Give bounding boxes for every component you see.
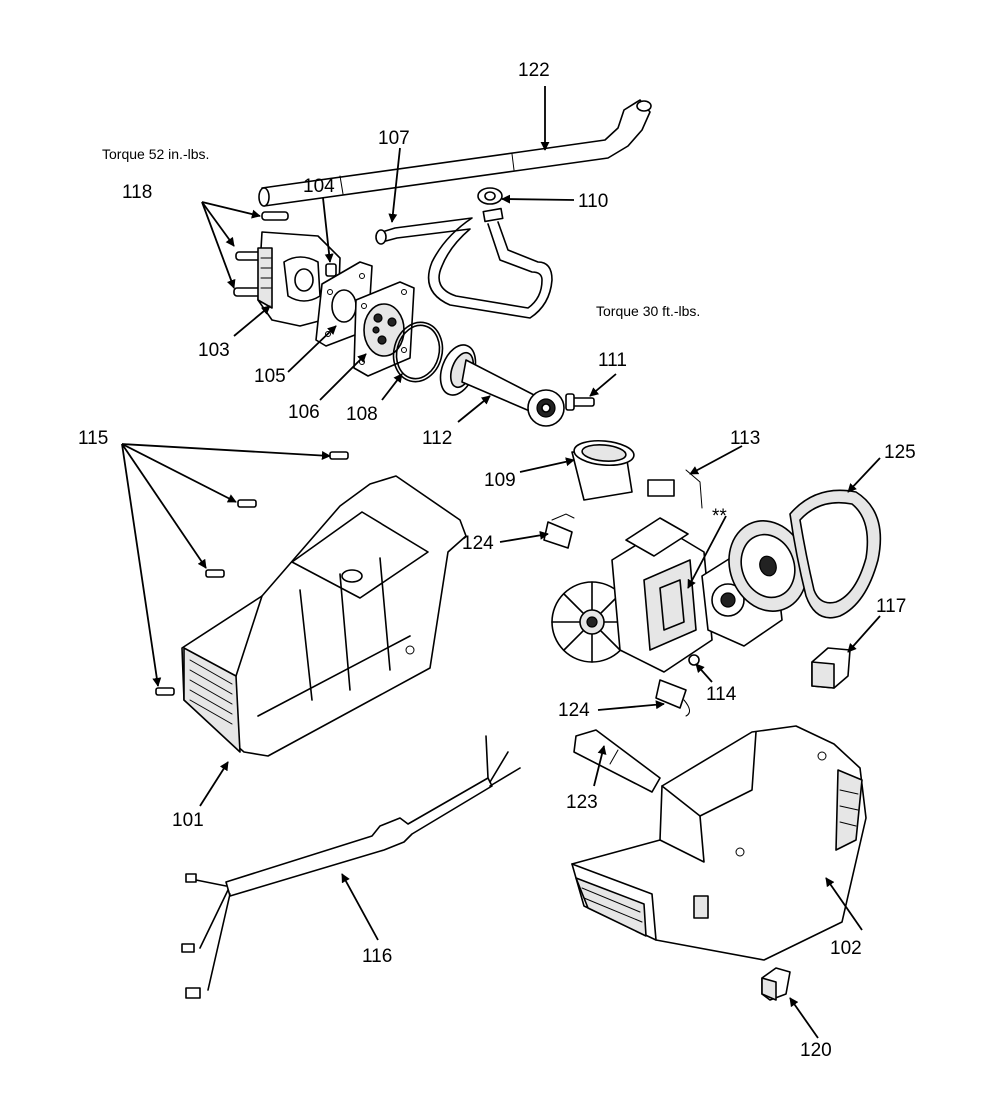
callout-110: 110 [578,191,608,212]
callout-118: 118 [122,182,152,203]
handle-grip-part [573,729,661,793]
brush-lower-part [655,679,690,717]
tube-part [375,207,553,319]
leader-arrows [121,86,881,1039]
capacitor-part [811,647,851,689]
callout-122: 122 [518,60,550,81]
callout-102: 102 [830,938,862,959]
callout-120: 120 [800,1040,832,1061]
drive-belt-part [789,489,882,619]
callout-111: 111 [598,350,627,371]
valve-plate-part [353,281,415,377]
callout-109: 109 [484,470,516,491]
rubber-foot-part [761,967,791,1001]
callout-103: 103 [198,340,230,361]
power-cord-part [181,735,521,999]
brush-upper-part [543,513,575,549]
o-ring-part [392,321,444,383]
callout-star: ** [712,506,727,527]
rod-bolt-part [565,393,595,411]
callout-108: 108 [346,404,378,425]
callout-124-lower: 124 [558,700,590,721]
motor-assembly-part [551,517,808,673]
callout-106: 106 [288,402,320,423]
callout-123: 123 [566,792,598,813]
callout-101: 101 [172,810,204,831]
outlet-tube-part [258,99,652,207]
callout-115: 115 [78,428,108,449]
nut-part [477,187,503,205]
callout-125: 125 [884,442,916,463]
rear-shroud-part [181,475,467,757]
callout-116: 116 [362,946,392,967]
callout-124-upper: 124 [462,533,494,554]
callout-117: 117 [876,596,906,617]
head-bolts-part [233,211,289,297]
callout-105: 105 [254,366,286,387]
callout-107: 107 [378,128,410,149]
callout-104: 104 [303,176,335,197]
torque-note-head: Torque 52 in.-lbs. [102,146,209,162]
callout-113: 113 [730,428,760,449]
motor-nut-part [688,654,700,666]
callout-112: 112 [422,428,452,449]
cylinder-sleeve-part [571,439,635,501]
connecting-rod-part [439,344,565,427]
valve-clip-part [325,263,337,277]
thermal-overload-part [647,469,703,509]
callout-114: 114 [706,684,737,705]
front-shroud-part [571,725,867,961]
torque-note-rod: Torque 30 ft.-lbs. [596,303,700,319]
shroud-screws-part [155,451,349,696]
